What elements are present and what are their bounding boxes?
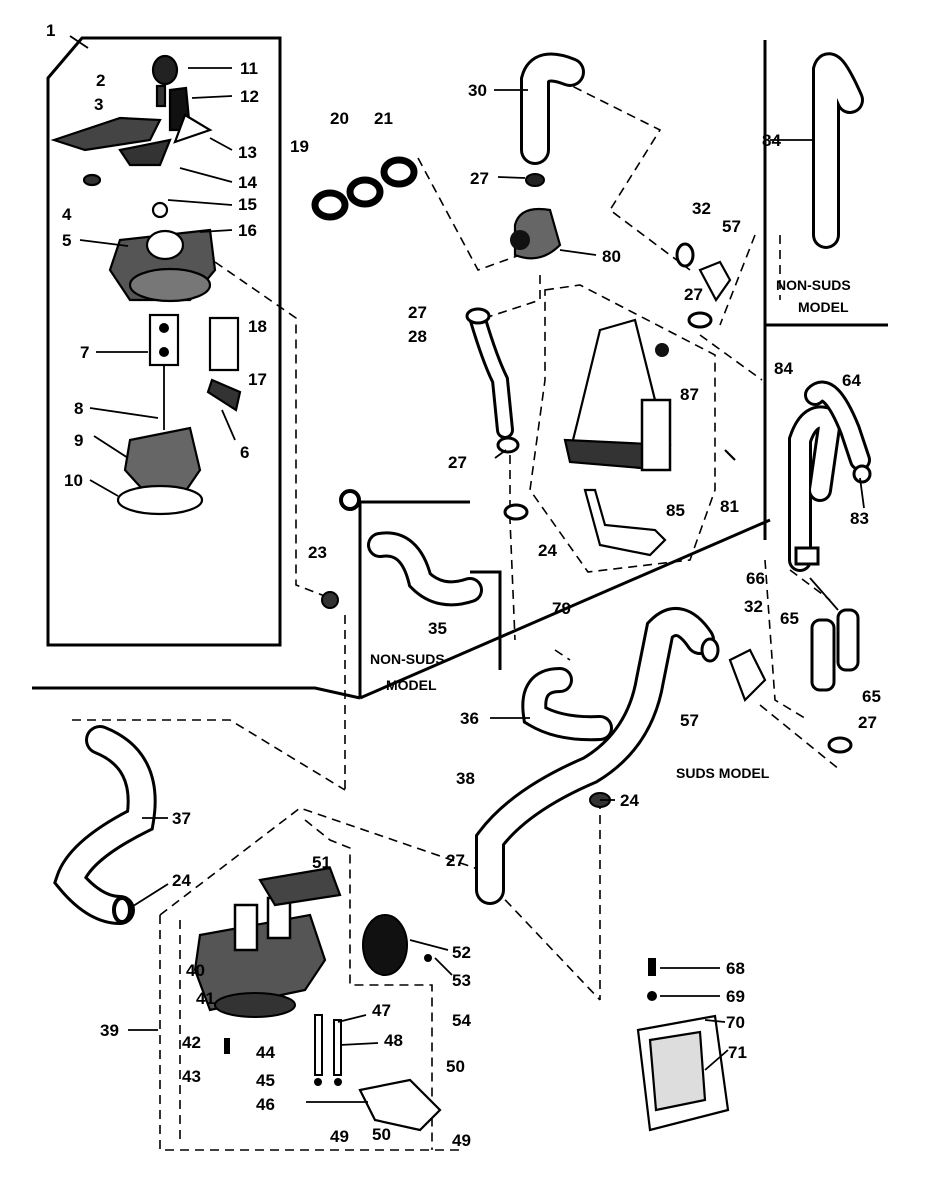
label-84b: 84 (774, 359, 793, 378)
label-49a: 49 (330, 1127, 349, 1146)
caption-non-suds-top: NON-SUDS (776, 277, 851, 293)
label-27b: 27 (408, 303, 427, 322)
label-38: 38 (456, 769, 475, 788)
label-27a: 27 (470, 169, 489, 188)
hoses (53, 52, 871, 925)
label-24c: 24 (172, 871, 191, 890)
label-40: 40 (186, 961, 205, 980)
label-23: 23 (308, 543, 327, 562)
label-85: 85 (666, 501, 685, 520)
label-65b: 65 (862, 687, 881, 706)
pump-motor-assembly (193, 866, 442, 1132)
leader-lines (69, 35, 865, 1103)
label-21: 21 (374, 109, 393, 128)
label-28: 28 (408, 327, 427, 346)
label-57a: 57 (722, 217, 741, 236)
label-27f: 27 (446, 851, 465, 870)
label-65a: 65 (780, 609, 799, 628)
fittings (112, 173, 872, 924)
label-57b: 57 (680, 711, 699, 730)
label-4: 4 (62, 205, 72, 224)
label-70: 70 (726, 1013, 745, 1032)
label-83: 83 (850, 509, 869, 528)
caption-model-top: MODEL (798, 299, 849, 315)
seal-rings (311, 156, 418, 221)
label-14: 14 (238, 173, 257, 192)
label-47: 47 (372, 1001, 391, 1020)
label-13: 13 (238, 143, 257, 162)
label-46: 46 (256, 1095, 275, 1114)
label-7: 7 (80, 343, 89, 362)
label-27e: 27 (858, 713, 877, 732)
label-16: 16 (238, 221, 257, 240)
label-44: 44 (256, 1043, 275, 1062)
label-84a: 84 (762, 131, 781, 150)
label-54: 54 (452, 1011, 471, 1030)
label-42: 42 (182, 1033, 201, 1052)
label-5: 5 (62, 231, 71, 250)
label-2: 2 (96, 71, 105, 90)
label-15: 15 (238, 195, 257, 214)
label-66: 66 (746, 569, 765, 588)
label-81: 81 (720, 497, 739, 516)
label-39: 39 (100, 1021, 119, 1040)
caption-non-suds-middle: NON-SUDS (370, 651, 445, 667)
label-69: 69 (726, 987, 745, 1006)
bracket-assembly (636, 958, 730, 1132)
label-87: 87 (680, 385, 699, 404)
caption-model-middle: MODEL (386, 677, 437, 693)
label-79: 79 (552, 599, 571, 618)
label-43: 43 (182, 1067, 201, 1086)
label-80: 80 (602, 247, 621, 266)
label-1: 1 (46, 21, 55, 40)
label-53: 53 (452, 971, 471, 990)
label-71: 71 (728, 1043, 747, 1062)
label-18: 18 (248, 317, 267, 336)
label-17: 17 (248, 370, 267, 389)
label-30: 30 (468, 81, 487, 100)
label-50b: 50 (446, 1057, 465, 1076)
label-68: 68 (726, 959, 745, 978)
dashed-connectors (72, 79, 841, 1151)
label-9: 9 (74, 431, 83, 450)
label-32a: 32 (692, 199, 711, 218)
label-11: 11 (240, 59, 258, 78)
caption-suds-model: SUDS MODEL (676, 765, 770, 781)
label-37: 37 (172, 809, 191, 828)
label-45: 45 (256, 1071, 275, 1090)
label-24b: 24 (620, 791, 639, 810)
label-49b: 49 (452, 1131, 471, 1150)
label-20: 20 (330, 109, 349, 128)
part-number-labels: 1 2 3 4 5 6 7 8 9 10 11 12 13 14 15 16 1… (46, 21, 881, 1150)
label-51: 51 (312, 853, 331, 872)
label-52: 52 (452, 943, 471, 962)
label-41: 41 (196, 989, 215, 1008)
pump-housing (563, 318, 736, 557)
label-19: 19 (290, 137, 309, 156)
label-32b: 32 (744, 597, 763, 616)
label-27c: 27 (448, 453, 467, 472)
label-50a: 50 (372, 1125, 391, 1144)
model-captions: NON-SUDS MODEL NON-SUDS MODEL SUDS MODEL (370, 277, 851, 781)
label-48: 48 (384, 1031, 403, 1050)
label-27d: 27 (684, 285, 703, 304)
label-10: 10 (64, 471, 83, 490)
label-64: 64 (842, 371, 861, 390)
label-24a: 24 (538, 541, 557, 560)
label-3: 3 (94, 95, 103, 114)
agitator-assembly (50, 54, 242, 516)
label-35: 35 (428, 619, 447, 638)
label-12: 12 (240, 87, 259, 106)
label-36: 36 (460, 709, 479, 728)
label-8: 8 (74, 399, 83, 418)
label-6: 6 (240, 443, 249, 462)
